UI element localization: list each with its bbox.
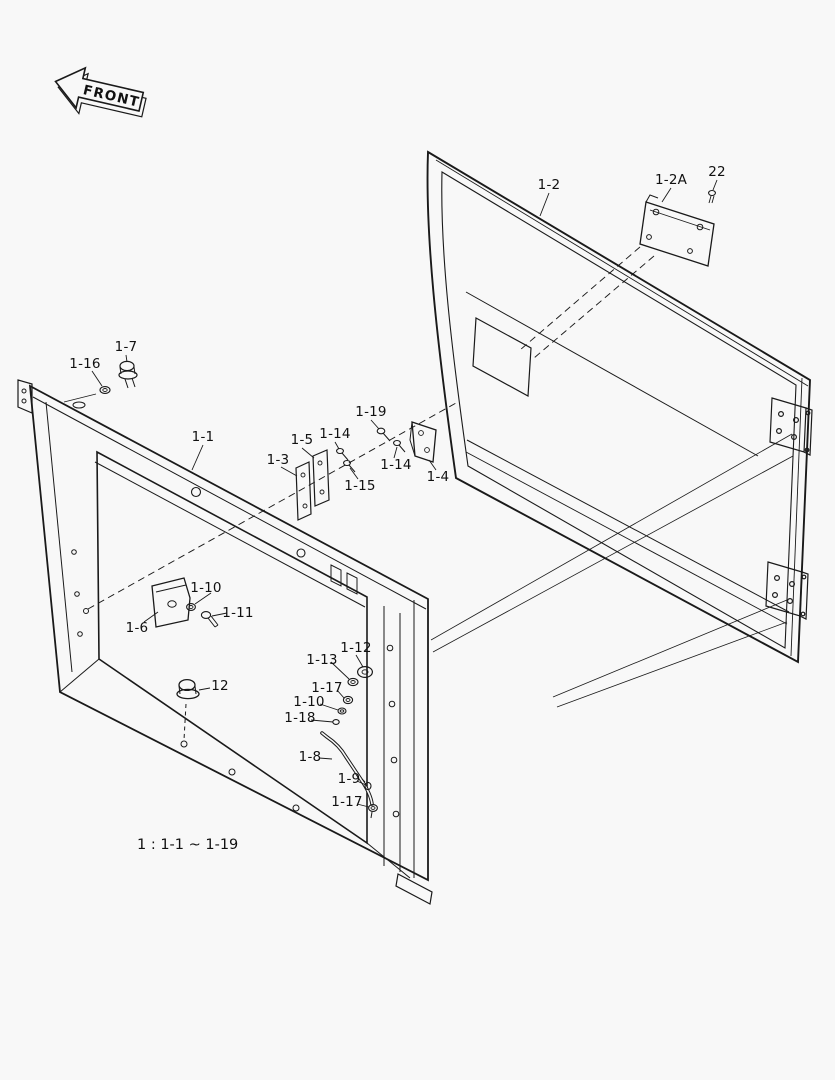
hinge-alignment-line xyxy=(552,599,788,698)
door-inner-panel-line xyxy=(465,291,759,457)
part-label-1-14-10: 1-14 xyxy=(380,457,412,473)
part-label-1-7-3: 1-7 xyxy=(114,339,138,355)
door-panel-1-2 xyxy=(426,150,813,664)
grommet-1-18 xyxy=(332,719,340,725)
frame-slot xyxy=(72,401,86,409)
door-hinge-lower xyxy=(765,561,809,620)
screw-1-14-left xyxy=(336,447,349,461)
stay-rod-1-8 xyxy=(320,731,374,806)
frame-mount-tab xyxy=(17,379,33,414)
leader-lines xyxy=(63,179,718,808)
bracket-1-6 xyxy=(151,577,191,628)
screw-1-14-right xyxy=(393,439,406,453)
part-label-1-2A-1: 1-2A xyxy=(654,172,688,188)
part-label-1-9-23: 1-9 xyxy=(337,771,361,787)
washer-1-10-upper xyxy=(186,603,196,611)
bolt-12 xyxy=(176,678,200,741)
front-arrow-shadow xyxy=(57,72,147,118)
projection-lines xyxy=(87,246,794,708)
clip-1-9 xyxy=(361,778,372,791)
plate-1-3 xyxy=(295,461,312,521)
part-label-1-13-17: 1-13 xyxy=(306,652,338,668)
part-label-12-18: 12 xyxy=(211,678,229,694)
screw-1-15 xyxy=(343,459,356,473)
nut-1-17-lower xyxy=(368,804,378,819)
hinge-alignment-line xyxy=(432,455,794,653)
assembly-note: 1 : 1-1 ~ 1-19 xyxy=(137,837,239,853)
front-arrow: FRONT xyxy=(54,66,147,118)
part-label-1-17-24: 1-17 xyxy=(331,794,363,810)
washer-1-13 xyxy=(347,677,359,687)
door-window-cutout xyxy=(472,317,532,397)
door-crease-line xyxy=(466,439,790,613)
part-label-1-8-22: 1-8 xyxy=(298,749,322,765)
part-label-1-15-11: 1-15 xyxy=(344,478,376,494)
dashed-alignment-line xyxy=(87,402,457,610)
dashed-alignment-line xyxy=(533,255,655,359)
screw-1-19 xyxy=(376,427,391,442)
part-label-1-18-21: 1-18 xyxy=(284,710,316,726)
part-label-1-10-13: 1-10 xyxy=(190,580,222,596)
bolt-1-11 xyxy=(200,611,219,628)
part-label-1-16-4: 1-16 xyxy=(69,356,101,372)
screw-22 xyxy=(708,189,716,204)
part-label-1-3-9: 1-3 xyxy=(266,452,290,468)
door-crease-line xyxy=(465,451,788,625)
part-label-1-5-8: 1-5 xyxy=(290,432,314,448)
frame-bracket-seat xyxy=(346,572,358,595)
bolt-1-7 xyxy=(118,360,138,389)
washer-1-12 xyxy=(357,665,374,678)
part-label-1-10-20: 1-10 xyxy=(293,694,325,710)
frame-foot xyxy=(395,873,433,905)
washer-1-16 xyxy=(99,386,111,394)
frame-assembly-1-1 xyxy=(17,379,433,905)
part-label-1-2-0: 1-2 xyxy=(537,177,561,193)
part-label-1-1-5: 1-1 xyxy=(191,429,215,445)
washer-1-10-lower xyxy=(337,707,347,715)
front-arrow-shape xyxy=(54,66,145,112)
nut-1-17-upper xyxy=(342,695,354,705)
part-label-22-2: 22 xyxy=(708,164,726,180)
bracket-1-2A xyxy=(639,194,715,267)
part-label-1-17-19: 1-17 xyxy=(311,680,343,696)
part-label-1-12-16: 1-12 xyxy=(340,640,372,656)
part-label-1-6-15: 1-6 xyxy=(125,620,149,636)
part-label-1-4-12: 1-4 xyxy=(426,469,450,485)
part-label-1-11-14: 1-11 xyxy=(222,605,254,621)
frame-hole xyxy=(190,486,202,498)
plate-1-5 xyxy=(312,449,330,507)
part-label-1-19-6: 1-19 xyxy=(355,404,387,420)
bracket-1-4 xyxy=(409,421,437,463)
hinge-alignment-line xyxy=(430,433,793,641)
door-hinge-upper xyxy=(769,397,813,456)
frame-bracket-seat xyxy=(330,564,342,587)
dashed-alignment-line xyxy=(519,246,641,351)
frame-hole xyxy=(296,548,306,558)
part-label-1-14-7: 1-14 xyxy=(319,426,351,442)
hinge-alignment-line xyxy=(556,621,788,708)
